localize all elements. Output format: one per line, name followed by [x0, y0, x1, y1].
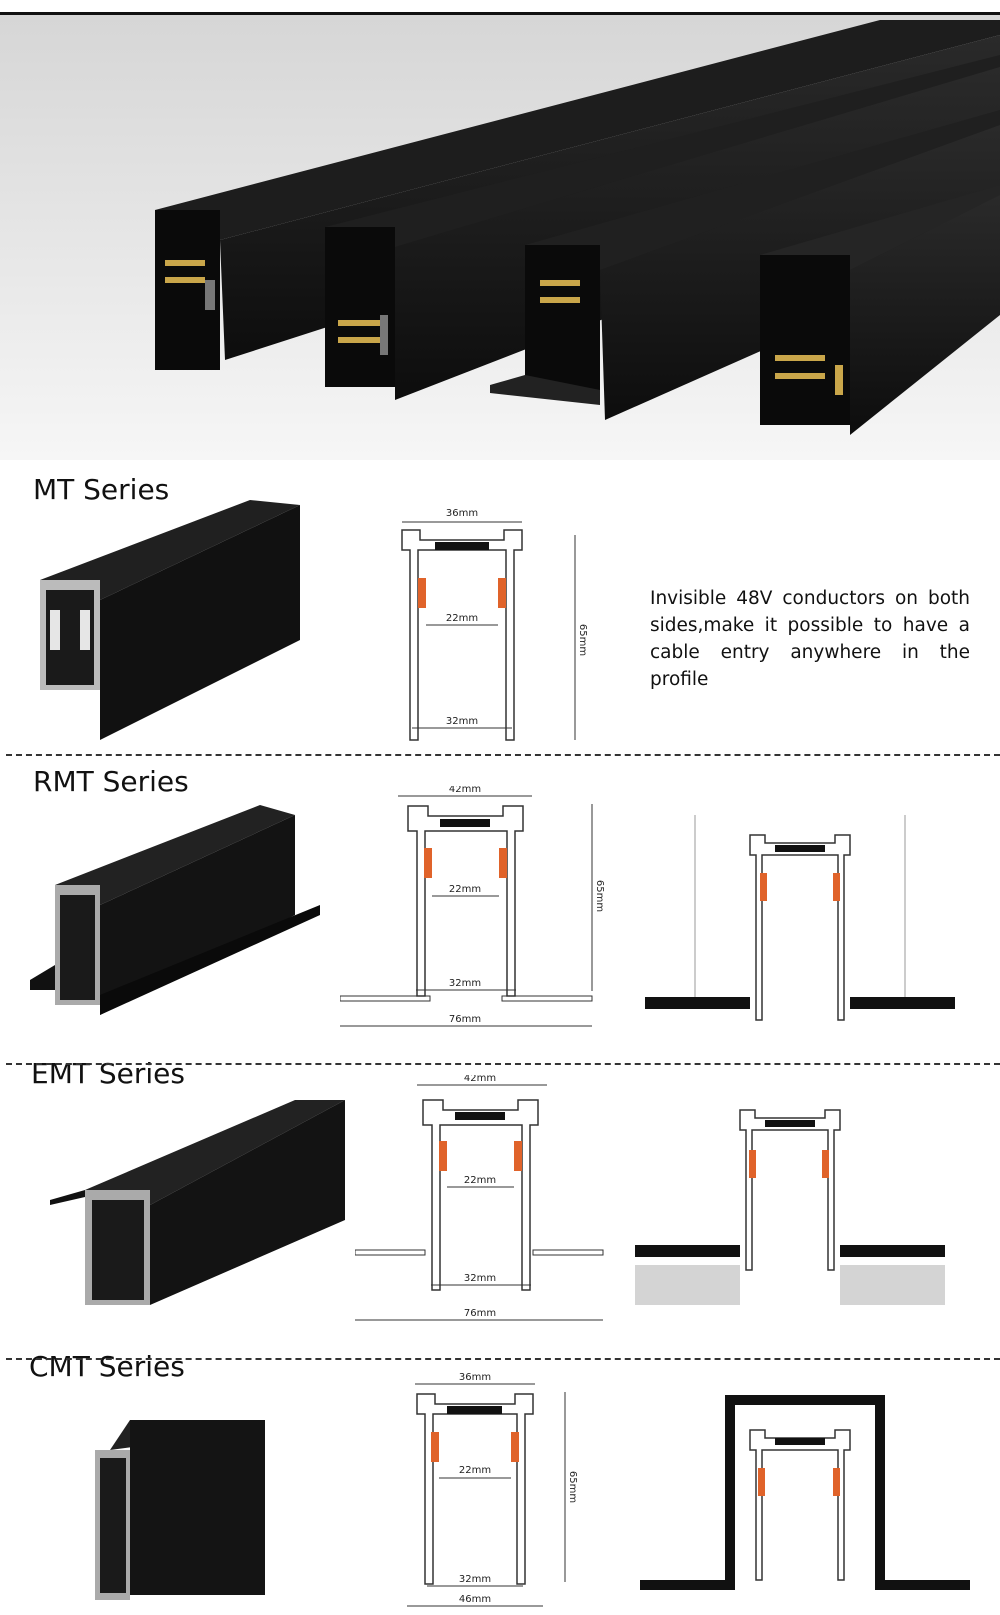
cmt-dim-inner: 22mm	[459, 1465, 491, 1476]
emt-dim-top: 42mm	[464, 1075, 496, 1084]
mt-dim-inner: 22mm	[446, 613, 478, 624]
section-divider	[6, 1063, 1000, 1065]
rmt-installation-drawing	[645, 815, 955, 1021]
cmt-product-render	[95, 1420, 265, 1600]
mt-description: Invisible 48V conductors on both sides,m…	[650, 588, 970, 690]
rmt-dim-bottom: 32mm	[449, 978, 481, 989]
rmt-dim-inner: 22mm	[449, 884, 481, 895]
mt-cross-section-drawing: 36mm 22mm 32mm 65mm	[401, 508, 588, 741]
mt-dim-bottom: 32mm	[446, 716, 478, 727]
emt-cross-section-drawing: 42mm 22mm 32mm 76mm	[355, 1075, 604, 1321]
emt-installation-drawing	[635, 1109, 945, 1305]
hero-product-render	[0, 15, 1000, 460]
emt-dim-flange: 76mm	[464, 1308, 496, 1319]
rmt-series-title: RMT Series	[33, 765, 189, 798]
cmt-dim-height: 65mm	[567, 1471, 578, 1503]
cmt-dim-top: 36mm	[459, 1372, 491, 1383]
rmt-cross-section-drawing: 42mm 22mm 32mm 76mm 65mm	[340, 786, 605, 1027]
cmt-dim-base: 46mm	[459, 1594, 491, 1605]
section-divider	[6, 754, 1000, 756]
cmt-dim-bottom: 32mm	[459, 1574, 491, 1585]
emt-dim-inner: 22mm	[464, 1175, 496, 1186]
emt-dim-bottom: 32mm	[464, 1273, 496, 1284]
rmt-dim-height: 65mm	[594, 880, 605, 912]
emt-product-render	[50, 1100, 345, 1305]
section-divider	[6, 1358, 1000, 1360]
mt-series-title: MT Series	[33, 473, 170, 506]
top-rule	[0, 12, 1000, 15]
cmt-installation-drawing	[640, 1395, 970, 1590]
rmt-dim-top: 42mm	[449, 786, 481, 795]
mt-dim-top: 36mm	[446, 508, 478, 519]
rmt-dim-flange: 76mm	[449, 1014, 481, 1025]
cmt-series-title: CMT Series	[29, 1350, 185, 1383]
rmt-product-render	[30, 805, 320, 1015]
emt-series-title: EMT Series	[31, 1057, 185, 1090]
mt-dim-height: 65mm	[577, 624, 588, 656]
mt-product-render	[40, 500, 300, 740]
cmt-cross-section-drawing: 36mm 22mm 32mm 46mm 65mm	[407, 1372, 578, 1607]
